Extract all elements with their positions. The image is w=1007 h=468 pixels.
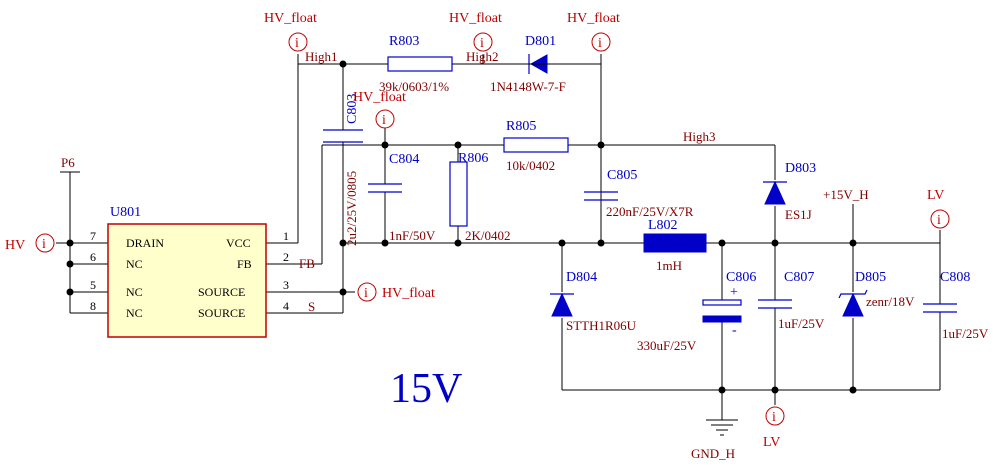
resistor-r803[interactable]: R803 39k/0603/1% — [379, 34, 453, 94]
pin-name: DRAIN — [126, 236, 164, 250]
port-lv-bottom[interactable]: i LV — [763, 406, 785, 450]
net-high3: High3 — [683, 129, 716, 144]
pin-number: 5 — [90, 278, 96, 292]
port-hv-float-2[interactable]: HV_float i — [449, 11, 502, 52]
diode-d804[interactable]: D804 STTH1R06U — [550, 270, 637, 333]
component-value: 1nF/50V — [389, 228, 436, 243]
pin-name: NC — [126, 257, 143, 271]
ic-u801[interactable]: U801 7 6 5 8 DRAIN NC NC NC VCC FB SOURC… — [90, 205, 289, 338]
net-p6: P6 — [61, 155, 75, 170]
component-value: STTH1R06U — [566, 318, 637, 333]
pin-number: 3 — [283, 278, 289, 292]
diode-d805[interactable]: D805 zenr/18V — [838, 270, 915, 317]
ic-designator: U801 — [110, 205, 141, 220]
info-icon: i — [480, 36, 484, 51]
component-ref: D801 — [525, 34, 556, 49]
info-icon: i — [295, 36, 299, 51]
info-icon: i — [772, 410, 776, 425]
pin-name: SOURCE — [198, 285, 245, 299]
port-label: HV_float — [449, 11, 502, 26]
info-icon: i — [598, 36, 602, 51]
component-ref: C804 — [389, 152, 419, 167]
component-ref: R805 — [506, 119, 536, 134]
port-label: HV_float — [567, 11, 620, 26]
component-ref: C808 — [940, 270, 970, 285]
junctions — [66, 60, 857, 394]
component-value: 330uF/25V — [637, 338, 697, 353]
port-lv-right[interactable]: LV i — [927, 188, 950, 229]
net-gnd-h: GND_H — [691, 446, 735, 461]
pin-number: 8 — [90, 299, 96, 313]
capacitor-c804[interactable]: C804 1nF/50V — [368, 152, 436, 243]
info-icon: i — [364, 286, 368, 301]
component-value: 1N4148W-7-F — [490, 79, 566, 94]
info-icon: i — [937, 213, 941, 228]
port-hv-float-4[interactable]: HV_float i — [353, 90, 406, 129]
port-hv[interactable]: HV i — [5, 233, 55, 253]
polarity-minus: - — [732, 323, 737, 338]
component-value: 1uF/25V — [778, 316, 825, 331]
port-label: HV_float — [264, 11, 317, 26]
diode-d803[interactable]: D803 ES1J — [763, 161, 816, 222]
capacitor-c803[interactable]: C803 2u2/25V/0805 — [323, 94, 363, 246]
net-high2: High2 — [466, 49, 499, 64]
net-fb: FB — [299, 256, 315, 271]
component-value: 39k/0603/1% — [379, 79, 449, 94]
pin-name: VCC — [226, 236, 251, 250]
port-label: LV — [927, 188, 944, 203]
resistor-r806[interactable]: R806 2K/0402 — [449, 151, 511, 243]
port-label: HV_float — [353, 90, 406, 105]
pin-name: NC — [126, 285, 143, 299]
pin-number: 6 — [90, 250, 96, 264]
pin-name: NC — [126, 306, 143, 320]
ground-icon — [706, 419, 738, 436]
port-hv-float-3[interactable]: HV_float i — [567, 11, 620, 52]
diode-d801[interactable]: D801 1N4148W-7-F — [490, 34, 575, 94]
component-ref: R803 — [389, 34, 419, 49]
component-value: ES1J — [785, 207, 812, 222]
component-ref: C803 — [345, 94, 360, 124]
component-value: 10k/0402 — [506, 158, 555, 173]
component-ref: D803 — [785, 161, 816, 176]
port-hv-float-5[interactable]: i HV_float — [357, 282, 435, 302]
port-label: LV — [763, 435, 780, 450]
net-high1: High1 — [305, 49, 338, 64]
capacitor-c806[interactable]: + - C806 330uF/25V — [637, 270, 756, 353]
info-icon: i — [382, 113, 386, 128]
port-label: HV_float — [382, 286, 435, 301]
pin-name: SOURCE — [198, 306, 245, 320]
component-value: 1uF/25V — [942, 326, 989, 341]
component-value: 2u2/25V/0805 — [344, 171, 359, 246]
component-ref: C807 — [784, 270, 814, 285]
info-icon: i — [42, 237, 46, 252]
component-ref: C805 — [607, 168, 637, 183]
component-value: 2K/0402 — [465, 228, 511, 243]
pin-name: FB — [237, 257, 252, 271]
net-s: S — [308, 299, 315, 314]
component-ref: D804 — [566, 270, 597, 285]
pin-number: 7 — [90, 229, 96, 243]
pin-number: 1 — [283, 229, 289, 243]
component-value: 220nF/25V/X7R — [606, 204, 694, 219]
port-label: HV — [5, 238, 25, 253]
resistor-r805[interactable]: R805 10k/0402 — [503, 119, 569, 173]
component-value: 1mH — [656, 258, 682, 273]
component-value: zenr/18V — [866, 294, 915, 309]
capacitor-c805[interactable]: C805 220nF/25V/X7R — [584, 168, 694, 219]
component-ref: R806 — [458, 151, 488, 166]
wires — [56, 54, 941, 420]
section-title: 15V — [390, 366, 462, 412]
port-hv-float-1[interactable]: HV_float i — [264, 11, 317, 52]
polarity-plus: + — [730, 285, 738, 300]
pin-number: 2 — [283, 250, 289, 264]
component-ref: D805 — [855, 270, 886, 285]
net-15v-h: +15V_H — [823, 187, 869, 202]
capacitor-c808[interactable]: C808 1uF/25V — [923, 270, 989, 341]
pin-number: 4 — [283, 299, 289, 313]
component-ref: L802 — [648, 218, 678, 233]
component-ref: C806 — [726, 270, 756, 285]
inductor-l802[interactable]: L802 1mH — [643, 218, 707, 273]
capacitor-c807[interactable]: C807 1uF/25V — [758, 270, 825, 331]
